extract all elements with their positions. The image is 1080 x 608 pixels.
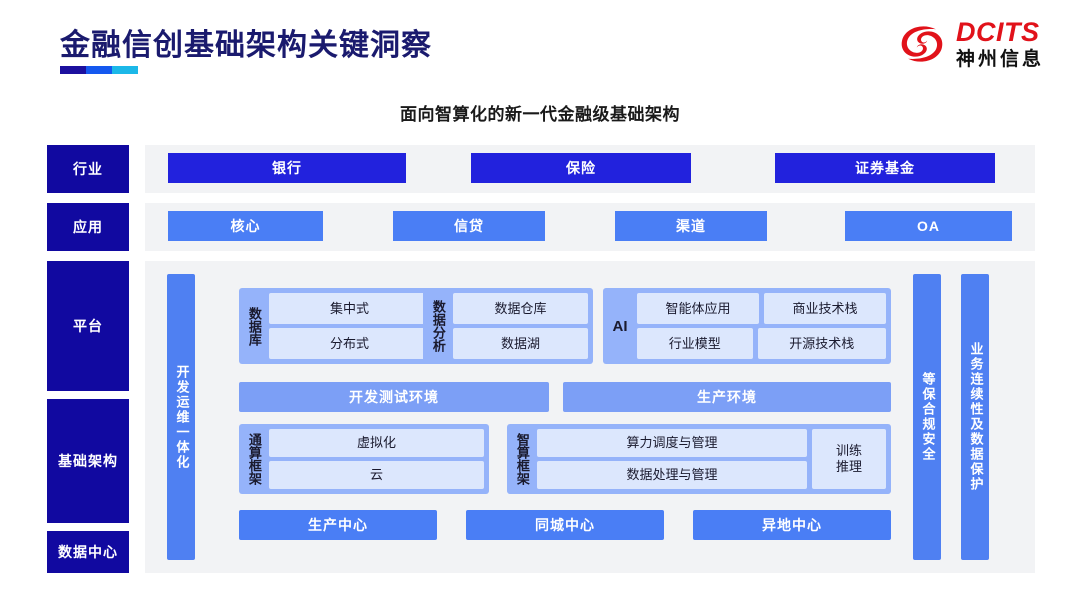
rail-item-platform[interactable]: 平台 [47,261,129,391]
dc-production-center[interactable]: 生产中心 [239,510,437,540]
rail-item-datacenter[interactable]: 数据中心 [47,531,129,573]
dc-remote-center[interactable]: 异地中心 [693,510,891,540]
chip-commercial-stack[interactable]: 商业技术栈 [764,293,886,324]
module-data-analytics[interactable]: 数据分析 数据仓库 数据湖 [423,288,593,364]
chip-training-inference[interactable]: 训练 推理 [812,429,886,489]
chip-distributed[interactable]: 分布式 [269,328,430,359]
module-ai-items: 智能体应用 商业技术栈 行业模型 开源技术栈 [637,293,886,359]
chip-compute-scheduling[interactable]: 算力调度与管理 [537,429,807,457]
accent-segment-cyan [112,66,138,74]
application-oa[interactable]: OA [845,211,1012,241]
module-intelligent-compute-label: 智算框架 [514,433,530,485]
compliance-security-vertical-bar[interactable]: 等保合规安全 [913,274,941,560]
application-channel[interactable]: 渠道 [615,211,767,241]
industry-securities-fund[interactable]: 证券基金 [775,153,995,183]
env-production[interactable]: 生产环境 [563,382,891,412]
application-core[interactable]: 核心 [168,211,323,241]
module-general-compute[interactable]: 通算框架 虚拟化 云 [239,424,489,494]
page-title: 金融信创基础架构关键洞察 [60,29,432,62]
dcits-swirl-logo-icon [901,26,943,62]
module-general-compute-label: 通算框架 [246,433,262,485]
rail-item-industry[interactable]: 行业 [47,145,129,193]
rail-item-infrastructure[interactable]: 基础架构 [47,399,129,523]
accent-segment-navy [60,66,86,74]
chip-centralized[interactable]: 集中式 [269,293,430,324]
logo-english: DCITS [955,17,1040,47]
module-database-label: 数据库 [246,306,262,346]
module-ai-label: AI [612,317,628,335]
chip-data-processing[interactable]: 数据处理与管理 [537,461,807,489]
dc-metro-center[interactable]: 同城中心 [466,510,664,540]
module-analytics-items: 数据仓库 数据湖 [453,293,588,359]
module-ai[interactable]: AI 智能体应用 商业技术栈 行业模型 开源技术栈 [603,288,891,364]
industry-insurance[interactable]: 保险 [471,153,691,183]
chip-cloud[interactable]: 云 [269,461,484,489]
env-dev-test[interactable]: 开发测试环境 [239,382,549,412]
chip-data-warehouse[interactable]: 数据仓库 [453,293,588,324]
industry-panel: 银行 保险 证券基金 [145,145,1035,193]
module-analytics-label: 数据分析 [430,300,446,352]
module-ai-row-top: 智能体应用 商业技术栈 [637,293,886,324]
logo-wordmark: DCITS 神州信息 [955,17,1044,70]
chip-opensource-stack[interactable]: 开源技术栈 [757,328,886,359]
diagram-subtitle: 面向智算化的新一代金融级基础架构 [400,105,680,124]
application-panel: 核心 信贷 渠道 OA [145,203,1035,251]
application-credit[interactable]: 信贷 [393,211,545,241]
business-continuity-vertical-bar[interactable]: 业务连续性及数据保护 [961,274,989,560]
devops-vertical-bar[interactable]: 开发运维一体化 [167,274,195,560]
industry-bank[interactable]: 银行 [168,153,406,183]
slide-header: 金融信创基础架构关键洞察 DCITS 神州信息 [0,0,1080,92]
module-general-compute-items: 虚拟化 云 [269,429,484,489]
module-intelligent-compute[interactable]: 智算框架 算力调度与管理 数据处理与管理 训练 推理 [507,424,891,494]
architecture-panel: 开发运维一体化 等保合规安全 业务连续性及数据保护 数据库 集中式 分布式 数据… [145,261,1035,573]
module-database[interactable]: 数据库 集中式 分布式 [239,288,435,364]
logo-chinese: 神州信息 [955,49,1044,70]
chip-agent-application[interactable]: 智能体应用 [637,293,759,324]
chip-industry-model[interactable]: 行业模型 [637,328,753,359]
chip-virtualization[interactable]: 虚拟化 [269,429,484,457]
accent-segment-blue [86,66,112,74]
module-database-items: 集中式 分布式 [269,293,430,359]
rail-item-application[interactable]: 应用 [47,203,129,251]
chip-data-lake[interactable]: 数据湖 [453,328,588,359]
title-accent-bar [60,66,138,74]
brand-logo: DCITS 神州信息 [896,18,1044,70]
module-intelligent-compute-items: 算力调度与管理 数据处理与管理 [537,429,807,489]
module-ai-row-bottom: 行业模型 开源技术栈 [637,328,886,359]
